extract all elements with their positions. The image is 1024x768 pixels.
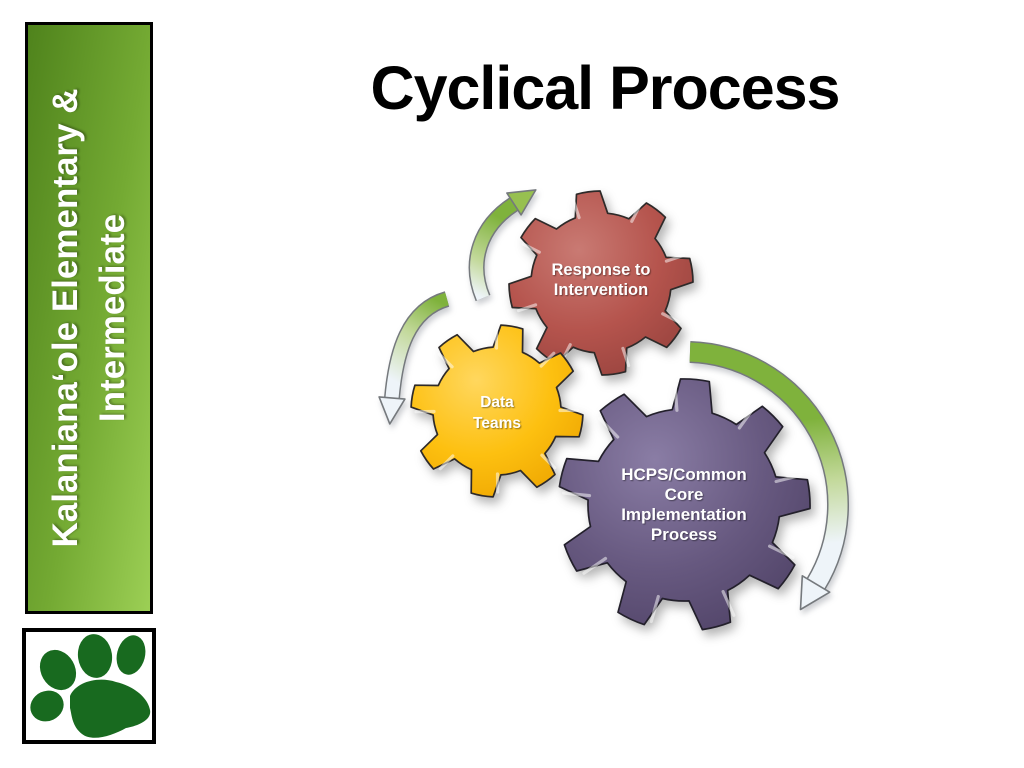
gear-tooth-highlight [673, 382, 679, 412]
gear-tooth-highlight [774, 473, 803, 484]
school-name-banner: Kalaniana‘ole Elementary & Intermediate [25, 22, 153, 614]
gear-label-line: Core [665, 485, 704, 504]
gear-label-line: Implementation [621, 505, 747, 524]
arrow-down-to-data-teams-head [378, 396, 406, 425]
gear-label-line: Intervention [554, 281, 648, 299]
gear-tooth-highlight [721, 589, 736, 617]
paw-toe [30, 690, 64, 722]
arrow-down-to-data-teams [378, 291, 450, 425]
paw-toe [116, 635, 146, 675]
gear-tooth-highlight [437, 352, 454, 369]
gear-tooth-highlight [516, 303, 538, 313]
gear-tooth-highlight [521, 242, 541, 254]
paw-toe [39, 649, 77, 691]
gear-tooth-highlight [438, 454, 455, 471]
gear-tooth-highlight [767, 544, 795, 560]
gear-label-line: Process [651, 525, 717, 544]
gear-tooth-highlight [661, 312, 681, 324]
gear-tooth-highlight [597, 416, 620, 439]
gear-label-line: Data [480, 394, 514, 411]
arrow-around-hcps [689, 341, 850, 611]
gear-tooth-highlight [737, 405, 757, 430]
arrow-up-to-rti [468, 189, 537, 302]
paw-print-icon [30, 634, 151, 738]
arrow-up-to-rti-head [506, 189, 537, 216]
gear-body [508, 190, 694, 376]
gear-tooth-highlight [582, 556, 608, 575]
arrow-around-hcps-head [799, 575, 831, 611]
gear-response-to-intervention: Response to Intervention [508, 190, 694, 376]
gear-body [410, 324, 584, 498]
slide-title: Cyclical Process [370, 54, 841, 122]
gear-label-response-to-intervention: Response to Intervention [551, 261, 650, 299]
paw-logo-box [22, 628, 156, 744]
gear-tooth-highlight [649, 594, 660, 624]
gear-tooth-highlight [621, 346, 631, 368]
gear-tooth-highlight [561, 491, 592, 498]
gear-tooth-highlight [571, 198, 581, 220]
gear-tooth-highlight [664, 253, 686, 263]
gear-label-line: Response to [551, 261, 650, 279]
paw-toe [77, 634, 113, 678]
gear-label-line: HCPS/Common [621, 465, 747, 484]
gear-tooth-highlight [630, 203, 642, 223]
gear-tooth-highlight [540, 453, 557, 470]
gear-body [558, 378, 811, 631]
gear-tooth-highlight [539, 351, 556, 368]
gear-label-line: Teams [473, 415, 521, 432]
paw-palm [70, 679, 151, 738]
